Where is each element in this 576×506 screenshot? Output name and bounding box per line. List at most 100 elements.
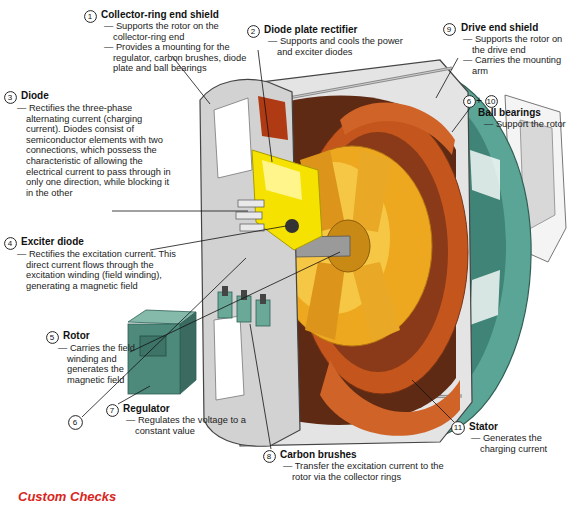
description-block: — Supports the rotor on the collector-ri…: [104, 21, 254, 74]
description-block: — Regulates the voltage to a constant va…: [126, 415, 246, 436]
callout-marker: — Supports the rotor on the drive end— C…: [443, 23, 456, 36]
claw-pole: [352, 262, 400, 342]
part-description: — Provides a mounting for the regulator,…: [104, 42, 254, 74]
part-name: Diode: [21, 90, 49, 102]
diode-terminal: [240, 224, 264, 231]
vent: [470, 150, 500, 200]
leader-line: [412, 380, 454, 422]
part-description: — Supports the rotor on the drive end: [463, 34, 573, 55]
description-block: — Carries the field winding and generate…: [58, 343, 148, 385]
callout-number: 11: [451, 421, 465, 435]
callout-circle-outline: [463, 95, 475, 107]
description-block: — Supports and cools the power and excit…: [268, 36, 403, 57]
diode-terminal: [236, 212, 262, 219]
part-name: Collector-ring end shield: [101, 9, 219, 21]
part-description: — Support the rotor: [484, 119, 574, 130]
leader-line: [258, 50, 272, 162]
claw-pole: [305, 262, 345, 340]
callout-marker: — Generates the charging current11Stator: [451, 421, 465, 435]
vent: [214, 316, 244, 400]
part-description: — Generates the charging current: [471, 433, 571, 454]
callout-marker: — Support the rotor10Ball bearings: [485, 95, 498, 108]
part-description: — Carries the mounting arm: [463, 55, 573, 76]
description-block: — Generates the charging current: [471, 433, 571, 454]
stator-winding: [258, 96, 288, 140]
callout-number: 7: [106, 404, 119, 417]
leader-line: [436, 58, 458, 98]
description-block: — Rectifies the three-phase alternating …: [17, 103, 177, 198]
callout-marker: — Transfer the excitation current to the…: [263, 450, 276, 463]
footer-text: Custom Checks: [18, 489, 116, 504]
plus-sign: +: [476, 95, 482, 106]
callout-circle-outline: [485, 95, 497, 107]
callout-circle-outline: [4, 91, 16, 103]
callout-marker: — Supports and cools the power and excit…: [247, 25, 260, 38]
part-description: — Rectifies the three-phase alternating …: [17, 103, 177, 198]
description-block: — Supports the rotor on the drive end— C…: [463, 34, 573, 76]
callout-marker: 6: [68, 415, 83, 430]
part-description: — Rectifies the excitation current. This…: [17, 249, 192, 291]
callout-number: 4: [4, 237, 17, 250]
callout-number: 5: [46, 331, 59, 344]
part-name: Carbon brushes: [280, 449, 357, 461]
leader-line: [150, 226, 286, 250]
part-description: — Transfer the excitation current to the…: [283, 461, 448, 482]
callout-number: 9: [443, 23, 456, 36]
carbon-brush: [260, 294, 266, 304]
leader-line: [118, 386, 150, 404]
callout-circle-outline: [46, 331, 58, 343]
callout-circle-outline: [263, 450, 275, 462]
part-name: Exciter diode: [21, 236, 84, 248]
carbon-brush: [222, 286, 228, 296]
callout-number: 3: [4, 91, 17, 104]
callout-number: 1: [84, 10, 97, 23]
claw-pole: [352, 150, 392, 232]
part-description: — Regulates the voltage to a constant va…: [126, 415, 246, 436]
leader-line: [452, 108, 470, 132]
callout-circle-outline: [106, 404, 118, 416]
part-name: Ball bearings: [478, 107, 541, 119]
callout-number: 6: [68, 415, 83, 430]
description-block: — Support the rotor: [484, 119, 574, 130]
callout-number: 10: [485, 95, 498, 108]
exciter-diode: [285, 219, 299, 233]
callout-circle-outline: [84, 10, 96, 22]
part-description: — Carries the field winding and generate…: [58, 343, 148, 385]
description-block: — Transfer the excitation current to the…: [283, 461, 448, 482]
description-block: — Rectifies the excitation current. This…: [17, 249, 192, 291]
callout-marker: — Rectifies the excitation current. This…: [4, 237, 17, 250]
regulator-box: [128, 324, 180, 394]
callout-marker: — Rectifies the three-phase alternating …: [4, 91, 17, 104]
part-name: Diode plate rectifier: [264, 24, 357, 36]
callout-circle-outline: [443, 23, 455, 35]
callout-marker: — Carries the field winding and generate…: [46, 331, 59, 344]
part-name: Drive end shield: [461, 22, 538, 34]
callout-marker: 6: [463, 95, 476, 108]
diode-plate-highlight: [262, 160, 302, 200]
diode-terminal: [238, 200, 264, 207]
callout-circle-outline: [4, 237, 16, 249]
callout-marker: — Supports the rotor on the collector-ri…: [84, 10, 97, 23]
part-name: Rotor: [63, 330, 90, 342]
part-description: — Supports and cools the power and excit…: [268, 36, 403, 57]
vent: [470, 270, 500, 325]
vent: [214, 98, 252, 178]
callout-number: 2: [247, 25, 260, 38]
callout-circle-outline: [247, 25, 259, 37]
part-name: Stator: [469, 421, 498, 433]
part-description: — Supports the rotor on the collector-ri…: [104, 21, 254, 42]
callout-marker: — Regulates the voltage to a constant va…: [106, 404, 119, 417]
leader-line: [112, 211, 248, 212]
callout-number: 8: [263, 450, 276, 463]
callout-circle-outline: [452, 422, 465, 435]
leader-line: [130, 252, 340, 352]
callout-circle-outline: [68, 415, 82, 429]
stator-winding: [320, 360, 460, 436]
part-name: Regulator: [123, 403, 170, 415]
callout-number: 6: [463, 95, 476, 108]
collector-ring-end-shield: [200, 79, 300, 446]
leader-line: [250, 324, 271, 449]
leader-line: [172, 56, 210, 104]
